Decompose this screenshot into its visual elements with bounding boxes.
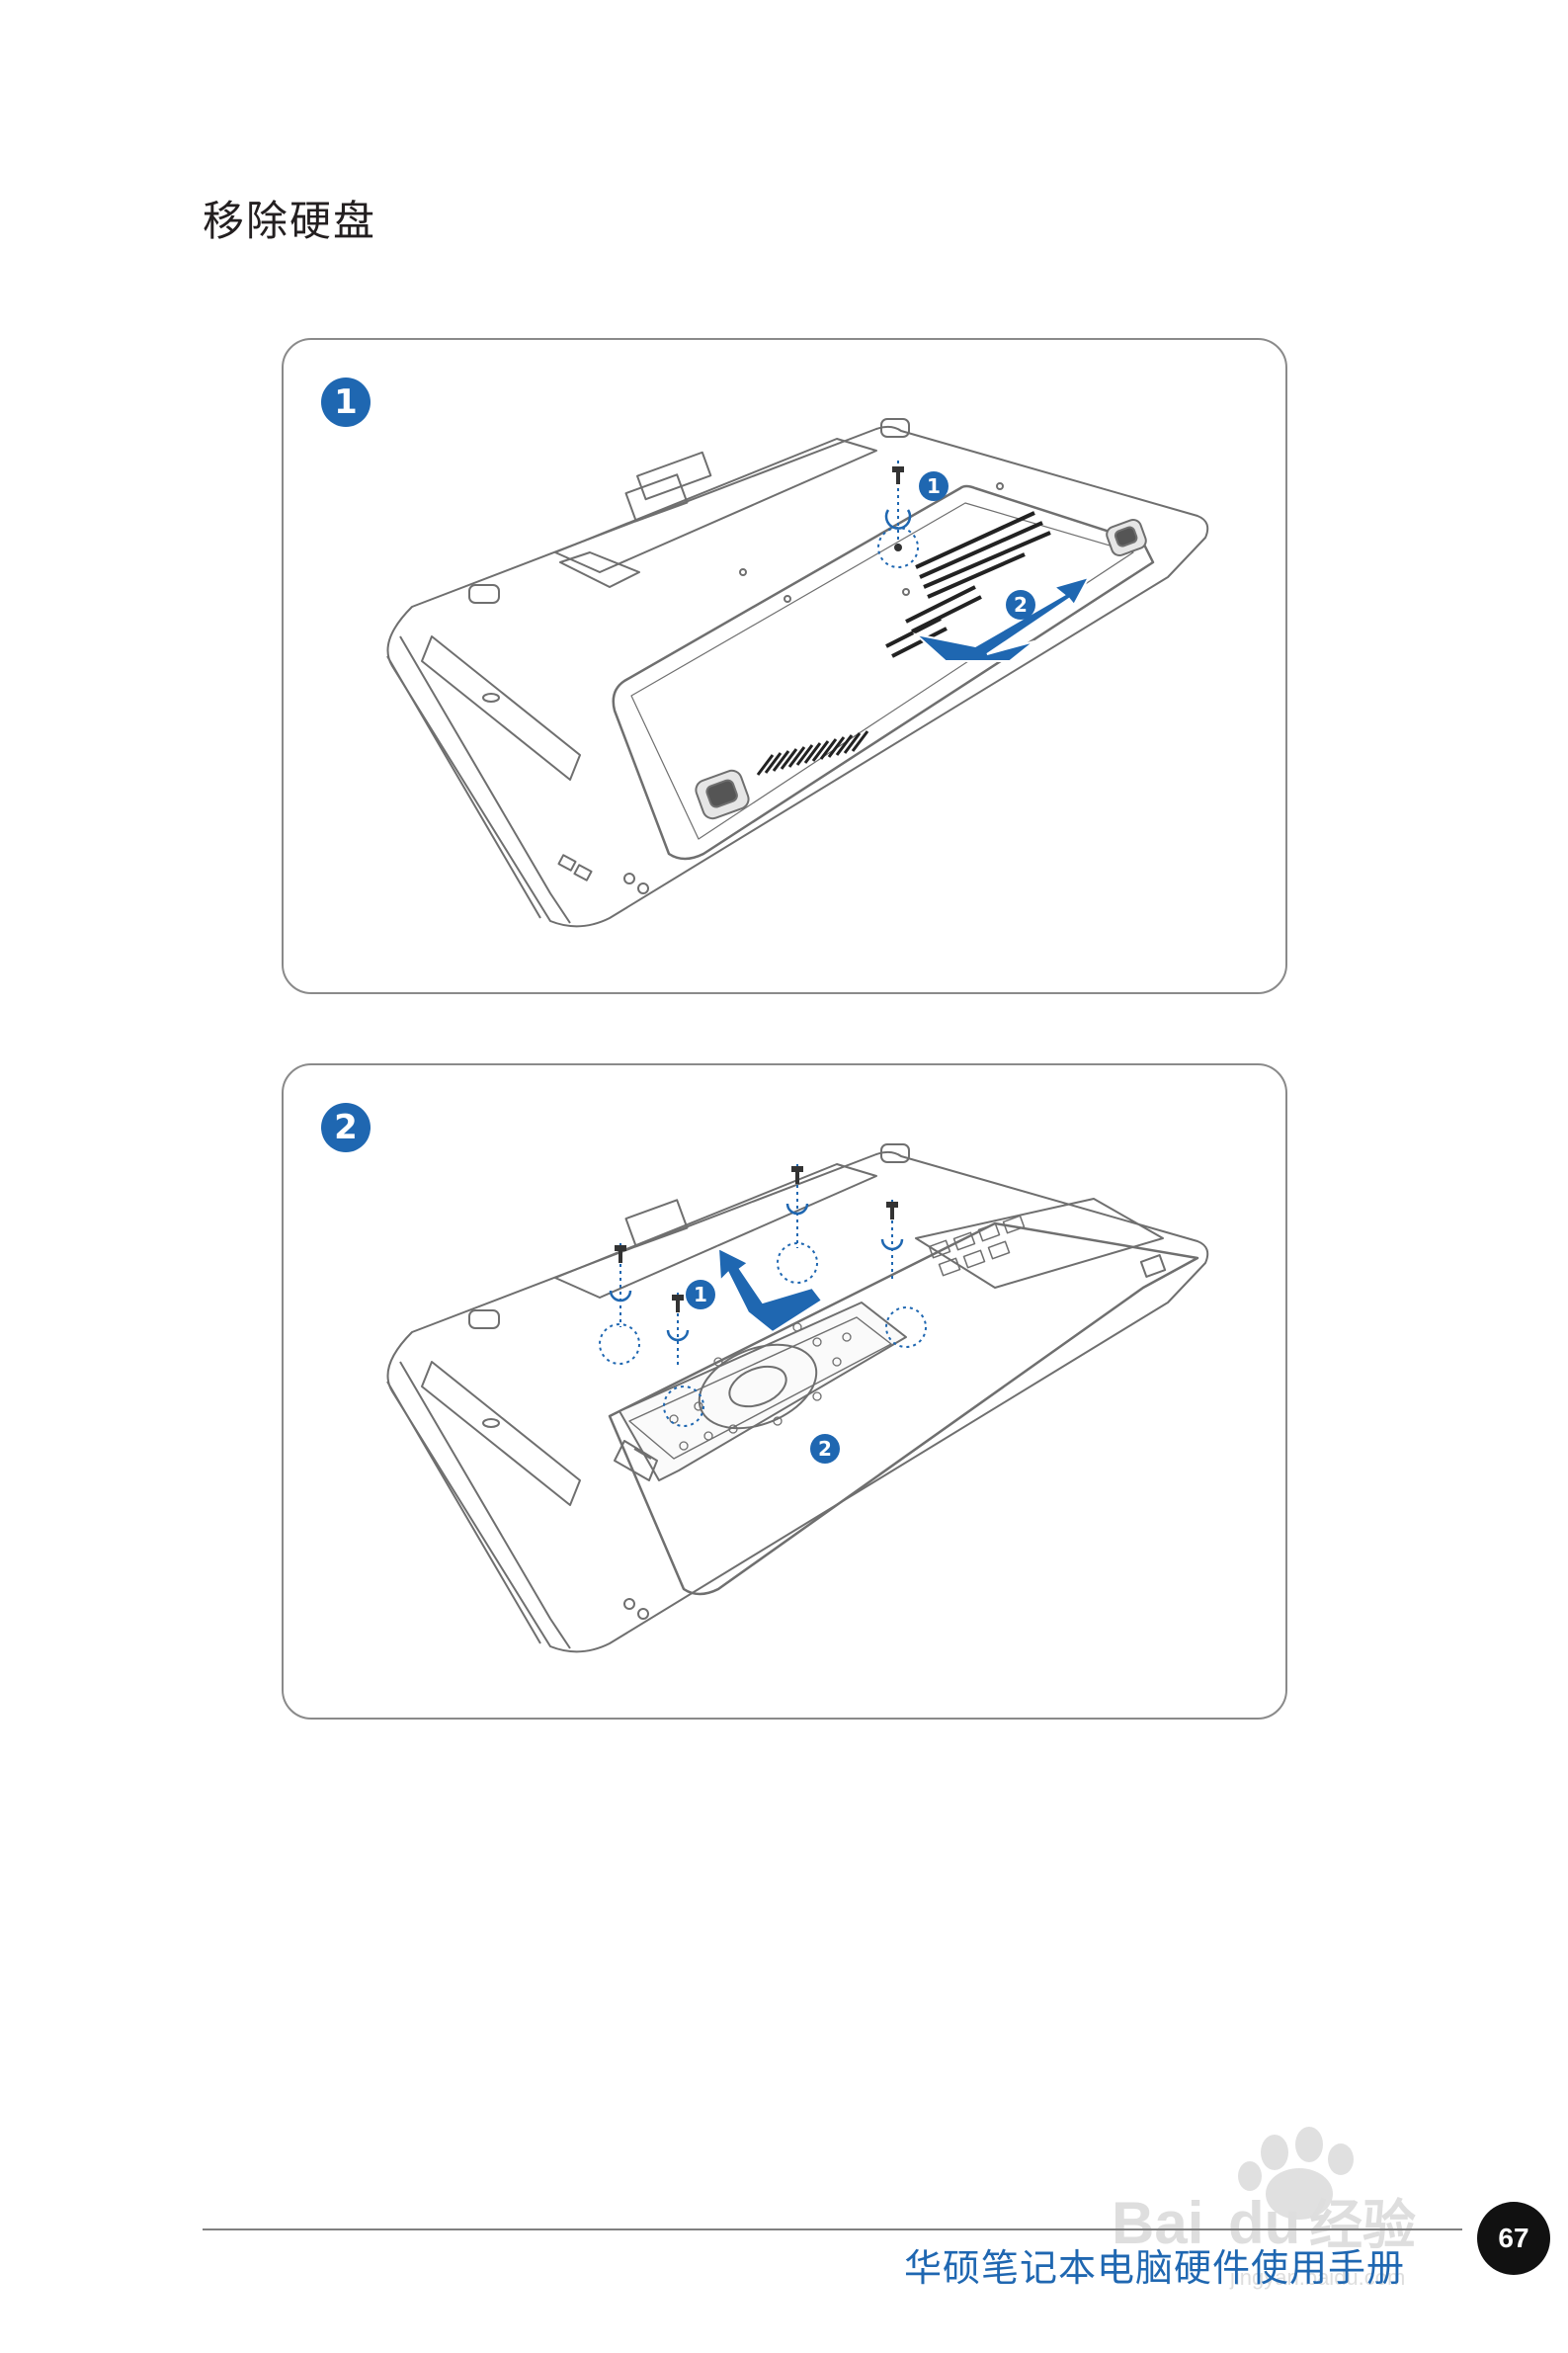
paw-icon: [1238, 2127, 1354, 2220]
laptop-underside-cover-illustration: 1 2: [386, 418, 1209, 928]
baidu-jingyan-watermark: Bai du 经验 jingyan.baidu.com: [1112, 2127, 1416, 2290]
screw-icon: [880, 1200, 927, 1348]
callout-2: 2: [1006, 590, 1035, 620]
callout-2: 2: [810, 1434, 840, 1464]
svg-text:2: 2: [1014, 593, 1028, 617]
svg-text:2: 2: [818, 1437, 832, 1461]
lift-arrow-icon: [716, 1246, 824, 1334]
footer-divider: [203, 2228, 1462, 2230]
svg-text:1: 1: [927, 474, 941, 498]
step-1-badge: 1: [321, 378, 371, 427]
screw-icon: [877, 461, 919, 568]
screw-icon: [777, 1164, 818, 1284]
screw-icon: [663, 1293, 704, 1427]
section-title: 移除硬盘: [203, 197, 377, 245]
laptop-hard-drive-illustration: 1 2: [386, 1143, 1209, 1653]
svg-text:经验: 经验: [1309, 2196, 1416, 2255]
lift-arrow-icon: [912, 575, 1091, 662]
screw-icon: [599, 1243, 640, 1365]
callout-1: 1: [686, 1280, 715, 1309]
footer-title: 华硕笔记本电脑硬件使用手册: [904, 2246, 1406, 2290]
svg-text:jingyan.baidu.com: jingyan.baidu.com: [1229, 2265, 1405, 2290]
step-1-panel: 1: [282, 338, 1287, 994]
step-2-badge: 2: [321, 1103, 371, 1152]
step-2-panel: 2: [282, 1063, 1287, 1720]
svg-text:du: du: [1228, 2190, 1300, 2256]
svg-text:1: 1: [694, 1283, 707, 1306]
page-number: 67: [1477, 2202, 1550, 2275]
svg-text:Bai: Bai: [1112, 2190, 1203, 2256]
callout-1: 1: [919, 471, 949, 501]
